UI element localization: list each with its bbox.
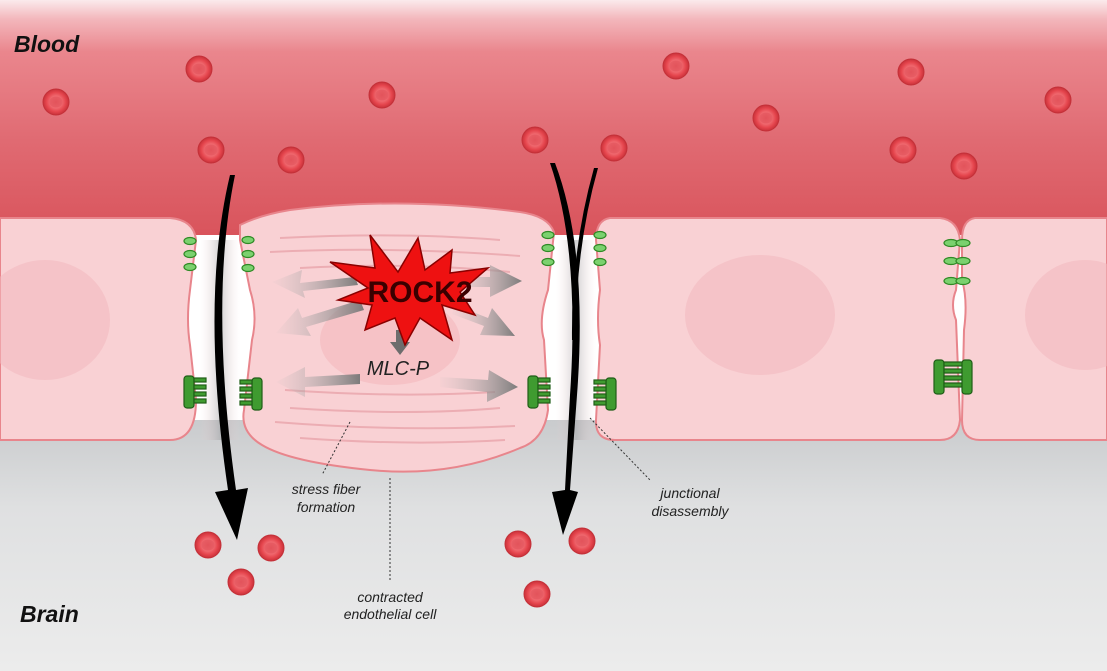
red-blood-cell-icon [368, 81, 396, 109]
force-arrow-icon [276, 300, 364, 336]
red-blood-cell-icon [257, 534, 285, 562]
blood-label: Blood [14, 31, 80, 57]
red-blood-cell-icon [197, 136, 225, 164]
junctional-label-2: disassembly [651, 503, 729, 519]
red-blood-cell-icon [752, 104, 780, 132]
red-blood-cell-icon [523, 580, 551, 608]
stress-fiber-label-1: stress fiber [292, 481, 362, 497]
red-blood-cell-icon [185, 55, 213, 83]
leader-line-stress-fiber [321, 421, 351, 476]
contracted-cell-label-1: contracted [357, 589, 424, 605]
red-blood-cell-icon [662, 52, 690, 80]
force-arrow-icon [272, 270, 358, 298]
red-blood-cell-icon [889, 136, 917, 164]
mlc-p-label: MLC-P [367, 358, 430, 380]
red-blood-cell-icon [897, 58, 925, 86]
brain-parenchyma [0, 420, 1107, 671]
junctional-label-1: junctional [658, 485, 720, 501]
nucleus-middle [685, 255, 835, 375]
red-blood-cell-icon [194, 531, 222, 559]
red-blood-cell-icon [950, 152, 978, 180]
migration-arrow-icon [550, 163, 580, 535]
migration-arrow-icon [214, 175, 248, 540]
nucleus-left [0, 260, 110, 380]
tight-junction-icon [183, 230, 971, 286]
contracted-cell-label-2: endothelial cell [344, 606, 438, 622]
red-blood-cell-icon [227, 568, 255, 596]
blood-lumen [0, 0, 1107, 235]
red-blood-cell-icon [568, 527, 596, 555]
red-blood-cell-icon [521, 126, 549, 154]
nucleus-right [1025, 260, 1107, 370]
red-blood-cell-icon [504, 530, 532, 558]
rock2-label: ROCK2 [367, 276, 472, 309]
force-arrow-icon [276, 367, 360, 397]
red-blood-cell-icon [277, 146, 305, 174]
red-blood-cell-icon [600, 134, 628, 162]
brain-label: Brain [20, 601, 79, 627]
rock2-burst-icon [329, 234, 491, 347]
red-blood-cell-icon [1044, 86, 1072, 114]
force-arrow-icon [390, 330, 410, 355]
force-arrows [272, 265, 522, 402]
adherens-junction-icon [183, 359, 973, 411]
force-arrow-icon [455, 265, 522, 297]
force-arrow-icon [440, 370, 518, 402]
red-blood-cell-icon [42, 88, 70, 116]
stress-fiber-label-2: formation [297, 499, 356, 515]
migration-arrow-branch [571, 168, 598, 340]
